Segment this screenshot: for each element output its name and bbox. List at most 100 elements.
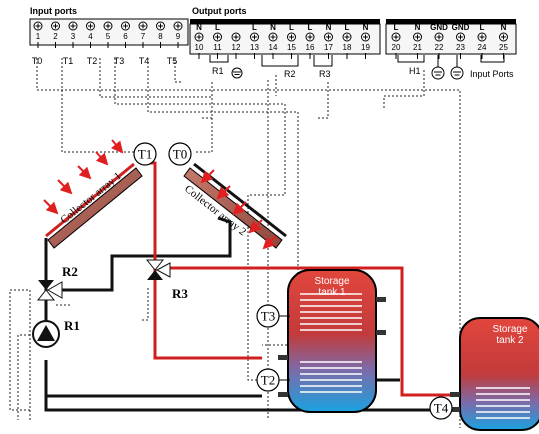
terminal-number: 1 bbox=[36, 32, 41, 41]
terminal-number: 20 bbox=[392, 43, 401, 52]
terminal-number: 10 bbox=[195, 43, 204, 52]
terminal-type-label: N bbox=[363, 23, 369, 32]
terminal-type-label: L bbox=[480, 23, 485, 32]
input-port-label: T4 bbox=[139, 56, 150, 66]
terminal-number: 4 bbox=[88, 32, 93, 41]
terminal-9: 9 bbox=[173, 21, 183, 48]
ground-icon bbox=[450, 55, 464, 80]
cold-pipes bbox=[44, 216, 462, 412]
svg-text:T3: T3 bbox=[261, 309, 275, 324]
valve-r3 bbox=[145, 259, 171, 280]
terminal-number: 25 bbox=[499, 43, 508, 52]
terminal-number: 18 bbox=[343, 43, 352, 52]
terminal-22: GND 22 bbox=[430, 23, 448, 59]
terminal-type-label: N bbox=[415, 23, 421, 32]
terminal-19: N 19 bbox=[361, 23, 370, 59]
pump-r1 bbox=[32, 320, 60, 348]
terminal-type-label: N bbox=[196, 23, 202, 32]
pump-r1-label: R1 bbox=[64, 318, 80, 333]
input-port-label: T0 bbox=[32, 56, 43, 66]
output-label-r2: R2 bbox=[284, 69, 296, 79]
terminal-number: 16 bbox=[306, 43, 315, 52]
terminal-type-label: N bbox=[326, 23, 332, 32]
terminal-10: N 10 bbox=[194, 23, 204, 59]
terminal-23: GND 23 bbox=[452, 23, 470, 59]
terminal-6: 6 bbox=[121, 21, 130, 48]
input-port-label: T5 bbox=[167, 56, 178, 66]
terminal-type-label: L bbox=[215, 23, 220, 32]
storage-tank-1 bbox=[278, 269, 386, 413]
terminal-number: 12 bbox=[232, 43, 241, 52]
terminal-number: 19 bbox=[361, 43, 370, 52]
collector-array-2 bbox=[183, 162, 287, 249]
signal-wires bbox=[9, 58, 461, 428]
terminal-type-label: N bbox=[501, 23, 507, 32]
terminal-18: L 18 bbox=[342, 23, 352, 59]
svg-text:T4: T4 bbox=[434, 401, 449, 416]
output-label-h1: H1 bbox=[409, 66, 421, 76]
terminal-5: 5 bbox=[103, 21, 113, 48]
terminal-3: 3 bbox=[68, 21, 78, 48]
sensor-t3: T3 bbox=[256, 304, 290, 328]
collector-array-1 bbox=[45, 162, 143, 249]
terminal-1: 1 bbox=[33, 21, 43, 48]
terminal-7: 7 bbox=[138, 21, 148, 48]
terminal-21: N 21 bbox=[413, 23, 422, 59]
tank-2-label-line1: Storage bbox=[492, 324, 527, 335]
terminal-number: 22 bbox=[435, 43, 444, 52]
terminal-24: L 24 bbox=[477, 23, 487, 59]
valve-r3-label: R3 bbox=[172, 286, 188, 301]
sun-arrows bbox=[43, 139, 277, 250]
terminal-number: 21 bbox=[413, 43, 422, 52]
svg-text:T0: T0 bbox=[173, 147, 187, 162]
output-label-r3: R3 bbox=[319, 69, 331, 79]
terminal-type-label: L bbox=[289, 23, 294, 32]
terminal-number: 2 bbox=[53, 32, 58, 41]
valve-r2-label: R2 bbox=[62, 264, 78, 279]
terminal-number: 6 bbox=[123, 32, 128, 41]
input-port-label: T2 bbox=[87, 56, 98, 66]
output-ports-title: Output ports bbox=[192, 6, 247, 16]
sensor-t2: T2 bbox=[256, 368, 290, 392]
tank-2-label-line2: tank 2 bbox=[496, 335, 524, 346]
terminal-type-label: L bbox=[308, 23, 313, 32]
terminal-number: 14 bbox=[269, 43, 278, 52]
svg-text:T1: T1 bbox=[138, 147, 152, 162]
output-label-r1: R1 bbox=[212, 66, 224, 76]
terminal-number: 24 bbox=[478, 43, 487, 52]
sensor-t0: T0 bbox=[168, 142, 192, 166]
terminal-12: 12 bbox=[231, 32, 241, 59]
terminal-number: 23 bbox=[456, 43, 465, 52]
terminal-8: 8 bbox=[156, 21, 165, 48]
terminal-14: N 14 bbox=[268, 23, 278, 59]
terminal-15: L15 bbox=[287, 23, 296, 59]
terminal-2: 2 bbox=[51, 21, 60, 48]
terminal-type-label: GND bbox=[452, 23, 470, 32]
terminal-type-label: L bbox=[345, 23, 350, 32]
ground-icon bbox=[231, 67, 243, 79]
terminal-number: 13 bbox=[250, 43, 259, 52]
input-port-label: T1 bbox=[63, 56, 74, 66]
terminal-number: 7 bbox=[141, 32, 146, 41]
terminal-number: 3 bbox=[71, 32, 76, 41]
sensor-t4: T4 bbox=[429, 396, 453, 420]
svg-text:T2: T2 bbox=[261, 373, 275, 388]
input-ports-title: Input ports bbox=[30, 6, 77, 16]
ground-icon bbox=[431, 55, 445, 80]
terminal-number: 8 bbox=[158, 32, 163, 41]
terminal-number: 5 bbox=[106, 32, 111, 41]
terminal-type-label: GND bbox=[430, 23, 448, 32]
tank-1-label-line2: tank 1 bbox=[318, 287, 346, 298]
terminal-11: L11 bbox=[213, 23, 222, 59]
output-brackets bbox=[209, 55, 505, 67]
sensor-t1: T1 bbox=[133, 142, 157, 166]
input-terminal-block: 1 2 3 4 5 6 7 8 9 bbox=[29, 18, 189, 48]
terminal-type-label: N bbox=[270, 23, 276, 32]
terminal-17: N17 bbox=[324, 23, 333, 59]
terminal-type-label: L bbox=[252, 23, 257, 32]
terminal-16: L 16 bbox=[305, 23, 315, 59]
storage-tank-2 bbox=[450, 317, 539, 431]
